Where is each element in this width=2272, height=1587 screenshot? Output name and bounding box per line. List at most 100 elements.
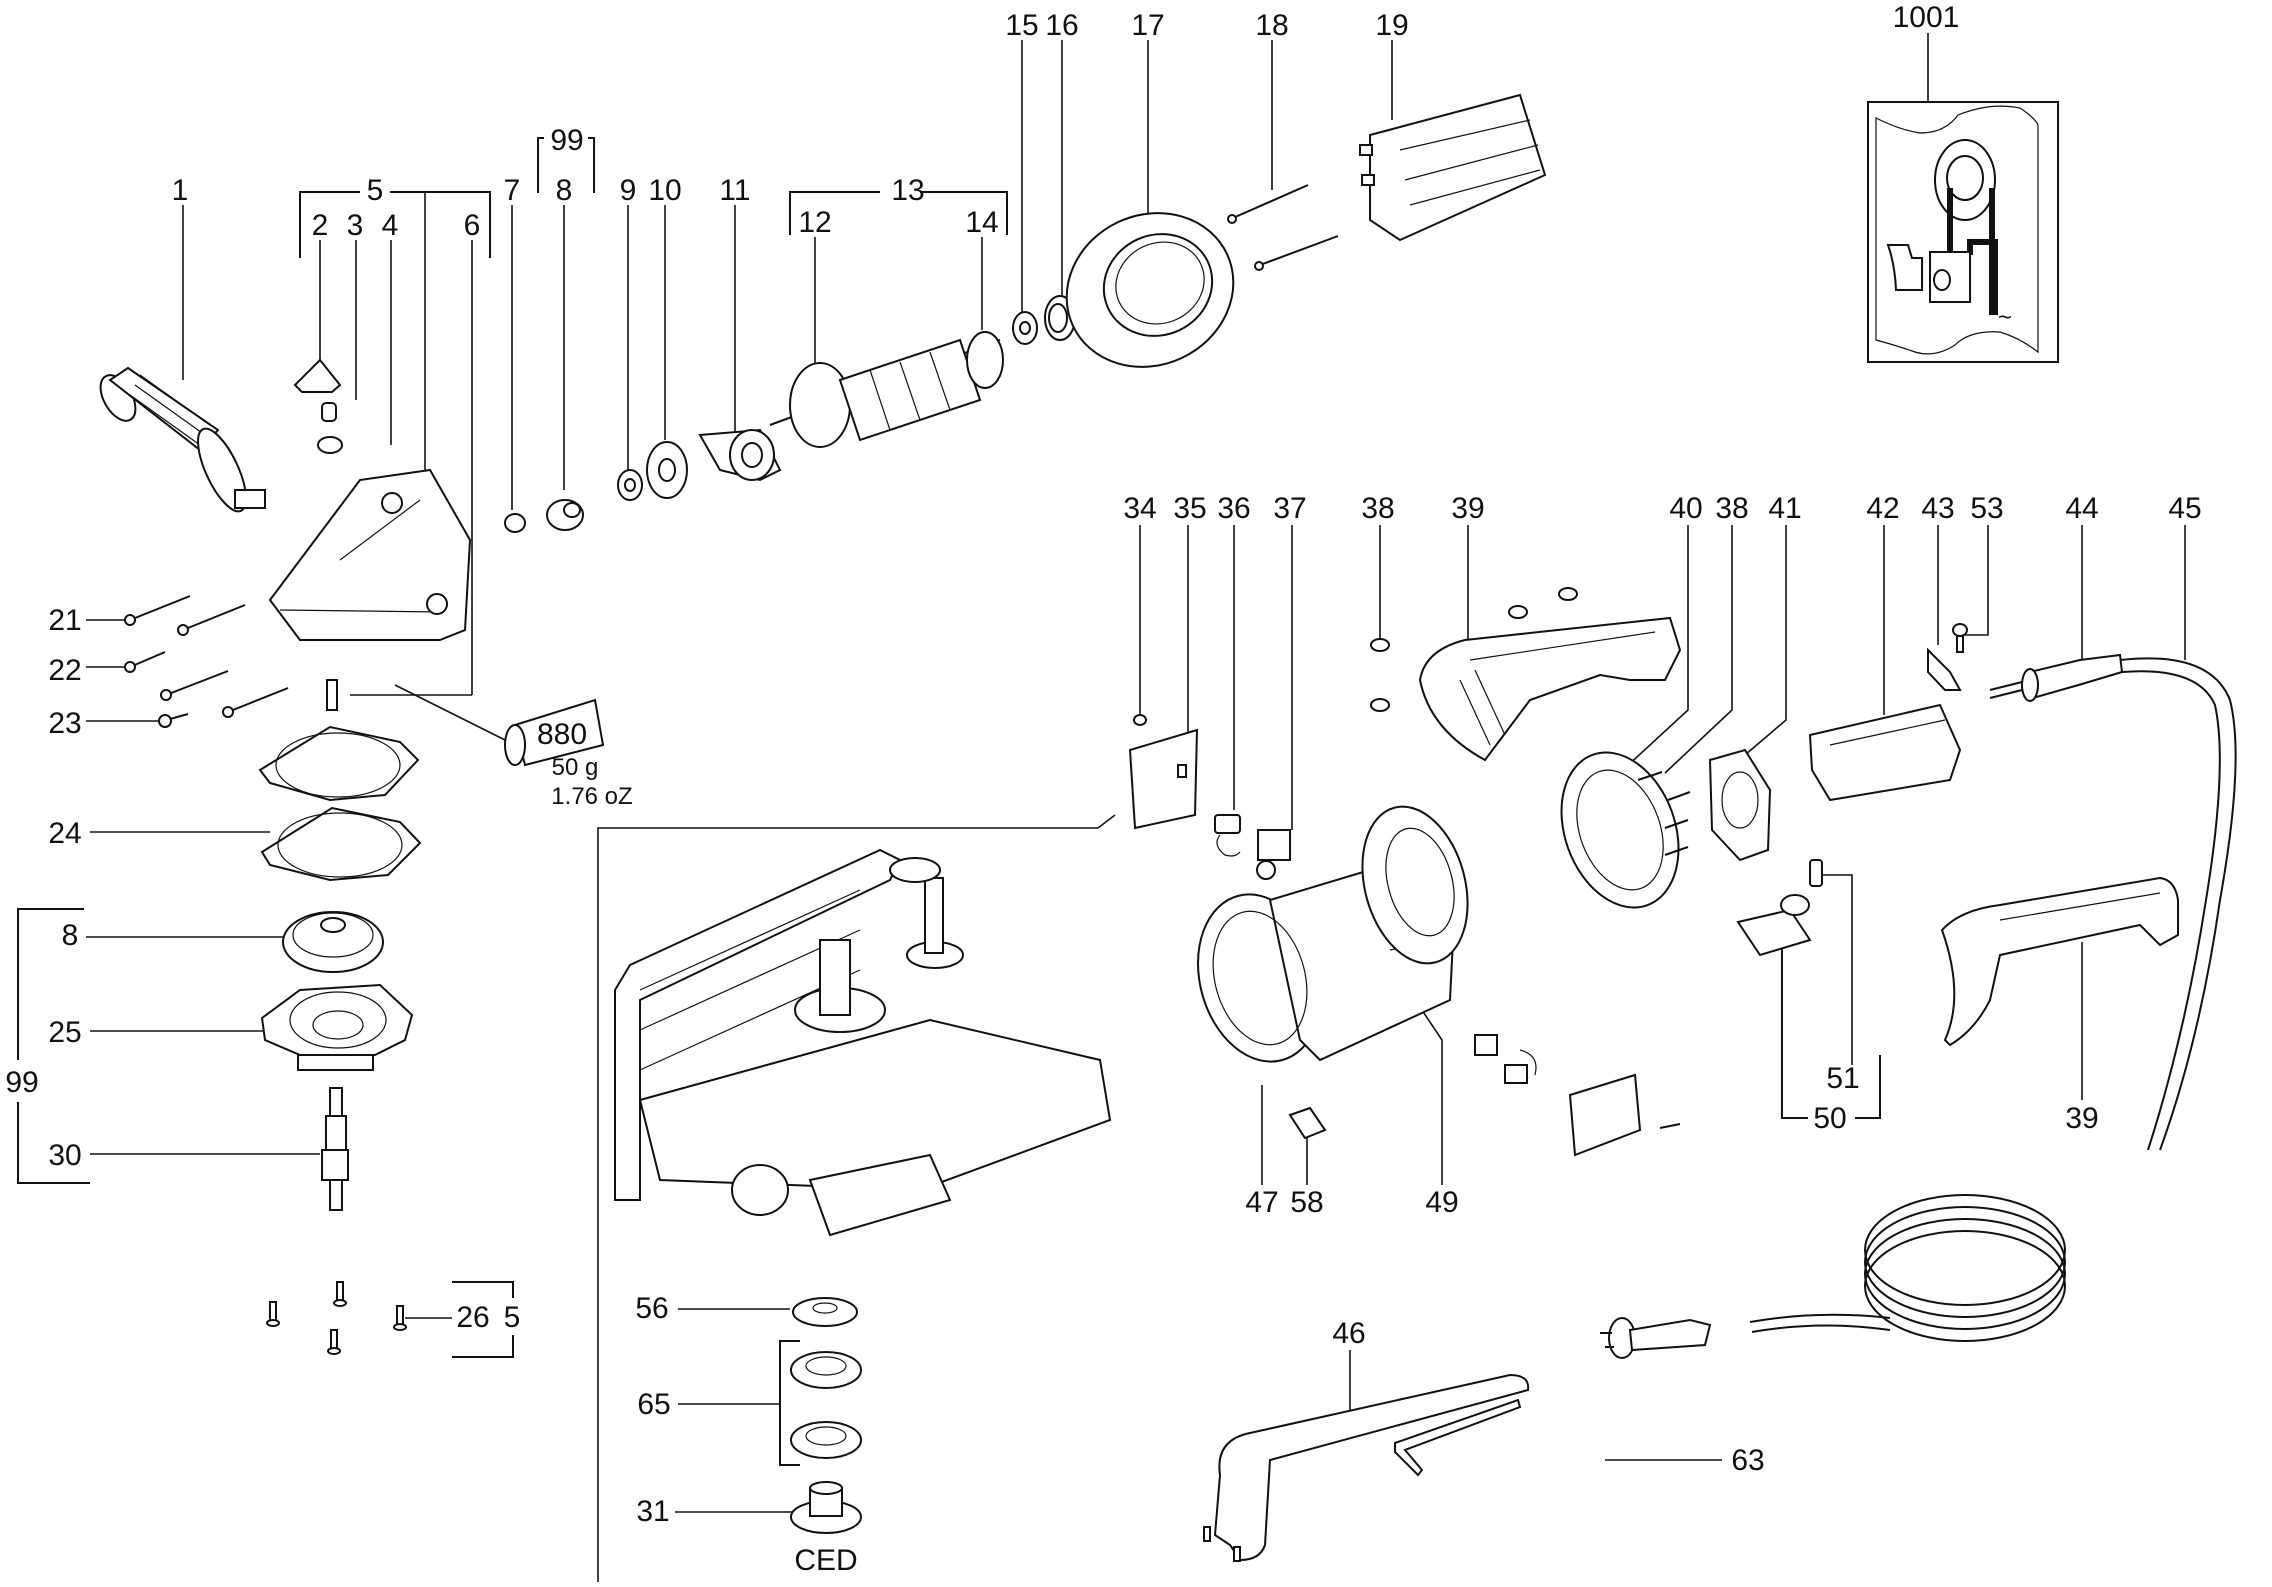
label-37: 37 — [1273, 492, 1306, 525]
label-4: 4 — [382, 209, 399, 242]
screw-53-part — [1952, 623, 1968, 653]
label-10: 10 — [648, 174, 681, 207]
label-42: 42 — [1866, 492, 1899, 525]
bearing-flange-25-part — [260, 983, 414, 1071]
label-40: 40 — [1669, 492, 1702, 525]
label-3: 3 — [347, 209, 364, 242]
pinion-8-part — [546, 499, 584, 531]
guard-inset — [597, 814, 1116, 1582]
armature-part — [769, 331, 1004, 448]
clamp-nut-31-part — [790, 1481, 862, 1534]
fan-49-part — [1361, 805, 1469, 965]
label-17: 17 — [1131, 9, 1164, 42]
label-23: 23 — [48, 707, 81, 740]
brush-cover-35-part — [1128, 728, 1199, 830]
label-15: 15 — [1005, 9, 1038, 42]
label-8: 8 — [556, 174, 573, 207]
gasket-40-part — [1560, 751, 1680, 909]
switch-42-part — [1808, 703, 1962, 802]
label-53: 53 — [1970, 492, 2003, 525]
label-45: 45 — [2168, 492, 2201, 525]
bevel-gear-part — [282, 911, 384, 973]
label-44: 44 — [2065, 492, 2098, 525]
handle-cover-39b-part — [1940, 876, 2179, 1047]
grease-tube-part: 880 50 g 1.76 oZ — [394, 684, 633, 810]
screw-34-part — [1133, 714, 1147, 726]
label-5: 5 — [367, 174, 384, 207]
nut-7-part — [504, 513, 526, 533]
label-51: 51 — [1826, 1062, 1859, 1095]
power-cord-45-part — [1600, 657, 2237, 1359]
grease-weight-metric: 50 g — [552, 754, 599, 781]
spring-part — [321, 402, 337, 422]
label-58: 58 — [1290, 1186, 1323, 1219]
label-9: 9 — [620, 174, 637, 207]
label-49: 49 — [1425, 1186, 1458, 1219]
flange-note-ced: CED — [794, 1544, 857, 1577]
label-39-b: 39 — [2065, 1102, 2098, 1135]
cable-grommet-44-part — [1989, 653, 2124, 702]
handle-screws-38-part — [1370, 587, 1578, 712]
label-47: 47 — [1245, 1186, 1278, 1219]
label-6: 6 — [464, 209, 481, 242]
label-group-right: 34 35 36 37 38 39 40 38 41 42 43 53 44 4… — [1123, 492, 2201, 1477]
label-11: 11 — [719, 174, 750, 207]
label-plate-58-part — [1288, 1106, 1327, 1140]
stator-screws-18-part — [1227, 184, 1339, 271]
carbon-brush-36-part — [1214, 814, 1241, 857]
label-41: 41 — [1768, 492, 1801, 525]
screws-38b-part — [1637, 771, 1691, 856]
label-8-left: 8 — [62, 919, 79, 952]
bearing-15-part — [1012, 311, 1038, 345]
spacers-65-part — [790, 1351, 862, 1459]
gaskets-24-part — [258, 725, 422, 882]
label-31: 31 — [636, 1495, 669, 1528]
label-63: 63 — [1731, 1444, 1764, 1477]
housing-screws-part — [124, 595, 338, 728]
spanner-46-part — [1203, 1373, 1530, 1562]
fan-baffle-17-part — [1065, 212, 1235, 368]
hex-key-63-part — [1394, 1398, 1522, 1477]
label-13: 13 — [891, 174, 924, 207]
gear-housing-part — [268, 468, 472, 641]
nut-part — [317, 436, 343, 454]
label-21: 21 — [48, 604, 81, 637]
label-39: 39 — [1451, 492, 1484, 525]
label-25: 25 — [48, 1016, 81, 1049]
flange-56-part — [792, 1297, 858, 1327]
label-12: 12 — [798, 206, 831, 239]
grease-code: 880 — [537, 718, 587, 751]
label-35: 35 — [1173, 492, 1206, 525]
label-36: 36 — [1217, 492, 1250, 525]
fan-guide-41-part — [1708, 748, 1772, 862]
label-group-center-bottom: 56 65 31 CED — [635, 1292, 857, 1577]
brush-holder-37-part — [1256, 829, 1291, 880]
label-group-left: 21 22 23 24 99 8 25 30 26 5 — [5, 604, 520, 1358]
label-1: 1 — [172, 174, 189, 207]
label-18: 18 — [1255, 9, 1288, 42]
label-7: 7 — [504, 174, 521, 207]
label-19: 19 — [1375, 9, 1408, 42]
bearing-10-part — [646, 441, 688, 499]
lock-mechanism-50-part — [1736, 894, 1812, 957]
wiring-ac-symbol: ~ — [1998, 304, 2012, 331]
label-50: 50 — [1813, 1102, 1846, 1135]
stator-19-part — [1359, 93, 1547, 242]
grease-weight-imperial: 1.76 oZ — [551, 783, 632, 810]
lock-button-part — [293, 358, 342, 393]
spring-51-part — [1809, 859, 1823, 887]
label-34: 34 — [1123, 492, 1156, 525]
label-99-left: 99 — [5, 1066, 38, 1099]
label-65: 65 — [637, 1388, 670, 1421]
label-30: 30 — [48, 1139, 81, 1172]
label-1001: 1001 — [1893, 1, 1960, 34]
handle-shell-39-part — [1418, 616, 1682, 762]
washer-9-part — [617, 469, 643, 501]
label-16: 16 — [1045, 9, 1078, 42]
label-2: 2 — [312, 209, 329, 242]
clamp-43-part — [1927, 647, 1962, 691]
label-46: 46 — [1332, 1317, 1365, 1350]
label-24: 24 — [48, 817, 81, 850]
label-22: 22 — [48, 654, 81, 687]
